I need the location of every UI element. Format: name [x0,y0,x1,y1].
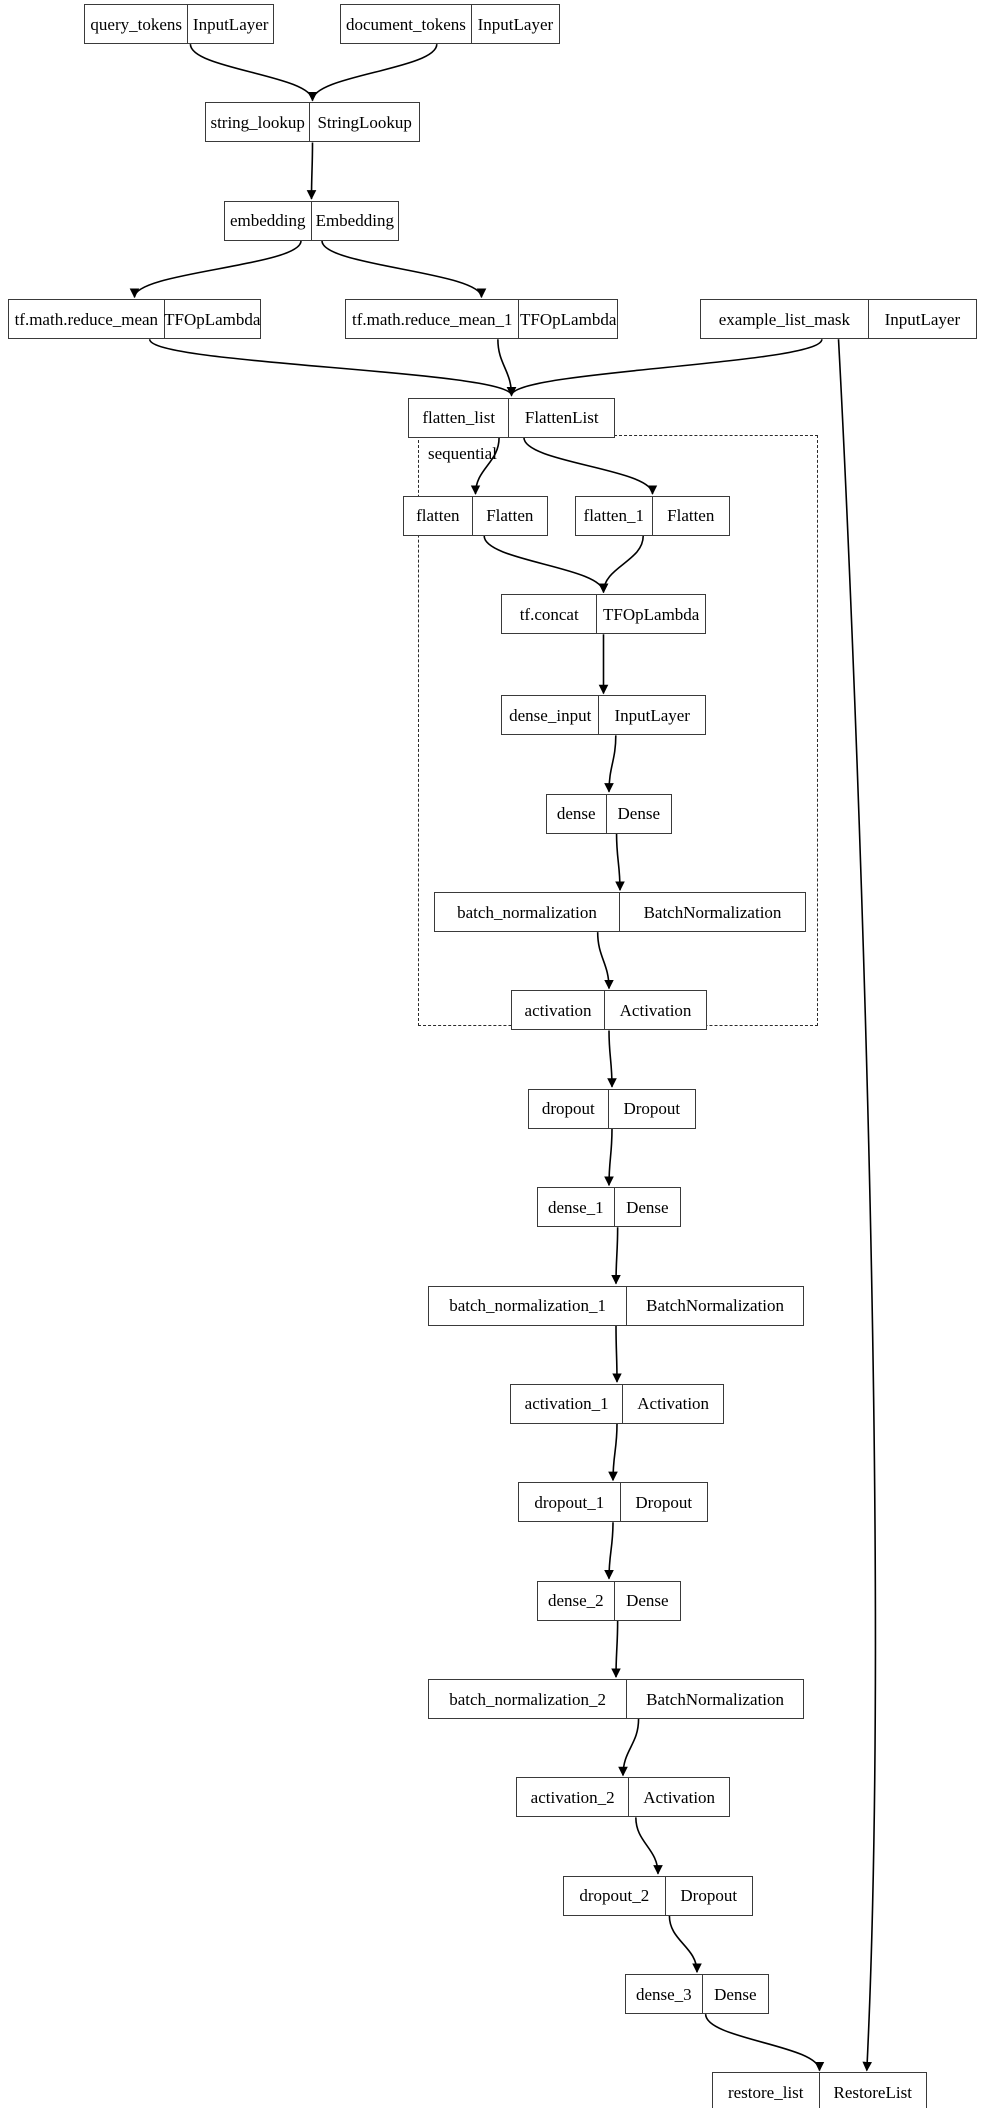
layer-node-dropout_2: dropout_2 Dropout [563,1875,753,1916]
edge-dense_2-to-batch_normalization_2 [611,1620,621,1678]
edge-dropout_2-to-dense_3 [668,1915,702,1974]
layer-type-dense: Dense [617,804,660,824]
layer-type-activation_1: Activation [637,1394,710,1414]
layer-name-activation_2: activation_2 [517,1778,630,1817]
layer-node-example_list_mask: example_list_mask InputLayer [700,299,977,340]
edge-activation-to-dropout [607,1030,617,1088]
edge-string_lookup-to-embedding [306,142,317,200]
layer-node-dense: dense Dense [546,793,672,834]
layer-name-activation_1: activation_1 [511,1384,624,1423]
layer-type-dropout_2: Dropout [680,1886,738,1906]
edge-dropout-to-dense_1 [604,1128,614,1187]
layer-type-dropout_1: Dropout [635,1492,693,1512]
edge-batch_normalization_2-to-activation_2 [618,1719,640,1777]
layer-name-dense_input: dense_input [502,696,600,735]
layer-node-dropout: dropout Dropout [528,1088,696,1129]
layer-node-flatten_list: flatten_list FlattenList [408,397,615,438]
edge-reduce_mean-to-flatten_list [148,338,517,397]
edge-example_list_mask-to-restore_list [837,339,877,2072]
layer-type-batch_normalization: BatchNormalization [643,902,782,922]
layer-type-batch_normalization_2: BatchNormalization [646,1689,785,1709]
layer-type-dense_2: Dense [626,1591,669,1611]
layer-name-query_tokens: query_tokens [85,5,189,44]
layer-name-reduce_mean_1: tf.math.reduce_mean_1 [346,300,520,339]
layer-name-dense: dense [547,794,607,833]
layer-type-query_tokens: InputLayer [192,14,269,34]
layer-type-dense_1: Dense [626,1197,669,1217]
layer-name-dropout_1: dropout_1 [519,1483,621,1522]
layer-node-activation_1: activation_1 Activation [510,1383,724,1424]
edge-dense_3-to-restore_list [704,2013,825,2072]
layer-type-string_lookup: StringLookup [317,112,412,132]
layer-type-activation_2: Activation [643,1787,716,1807]
layer-type-dense_input: InputLayer [614,705,690,725]
layer-name-restore_list: restore_list [713,2073,820,2108]
layer-name-string_lookup: string_lookup [206,103,311,142]
layer-name-dropout_2: dropout_2 [564,1876,666,1915]
layer-type-activation: Activation [619,1000,692,1020]
layer-node-dense_2: dense_2 Dense [537,1580,681,1621]
edge-dense_1-to-batch_normalization_1 [611,1227,621,1285]
layer-name-activation: activation [512,991,606,1030]
layer-name-flatten_1: flatten_1 [576,496,653,535]
layer-node-dense_3: dense_3 Dense [625,1974,769,2015]
layer-node-batch_normalization_1: batch_normalization_1 BatchNormalization [428,1285,804,1326]
layer-type-reduce_mean: TFOpLambda [164,309,261,329]
layer-name-dropout: dropout [529,1089,609,1128]
layer-name-dense_3: dense_3 [626,1975,703,2014]
layer-type-document_tokens: InputLayer [477,14,554,34]
layer-node-dense_1: dense_1 Dense [537,1187,681,1228]
layer-node-activation: activation Activation [511,990,707,1031]
layer-type-reduce_mean_1: TFOpLambda [520,309,617,329]
layer-name-reduce_mean: tf.math.reduce_mean [9,300,165,339]
layer-type-restore_list: RestoreList [833,2082,912,2102]
layer-node-string_lookup: string_lookup StringLookup [205,102,420,143]
edge-example_list_mask-to-flatten_list [506,338,823,397]
layer-type-flatten: Flatten [486,506,534,526]
edge-embedding-to-reduce_mean [129,240,302,299]
layer-name-flatten: flatten [404,496,473,535]
layer-node-flatten: flatten Flatten [403,495,548,536]
edge-activation_1-to-dropout_1 [608,1423,618,1482]
layer-node-batch_normalization: batch_normalization BatchNormalization [434,892,806,933]
layer-type-flatten_list: FlattenList [524,408,599,428]
layer-name-batch_normalization_2: batch_normalization_2 [429,1680,628,1719]
layer-type-batch_normalization_1: BatchNormalization [646,1296,785,1316]
layer-name-document_tokens: document_tokens [341,5,472,44]
layer-node-dense_input: dense_input InputLayer [501,695,706,736]
layer-type-dense_3: Dense [714,1984,757,2004]
layer-name-tf_concat: tf.concat [502,595,598,634]
edge-dropout_1-to-dense_2 [604,1522,614,1580]
edge-document_tokens-to-string_lookup [307,43,438,102]
layer-name-embedding: embedding [225,201,312,240]
cluster-label-sequential: sequential [428,444,497,464]
layer-node-dropout_1: dropout_1 Dropout [518,1482,708,1523]
edge-activation_2-to-dropout_2 [635,1817,663,1875]
edge-embedding-to-reduce_mean_1 [321,240,487,299]
layer-node-restore_list: restore_list RestoreList [712,2072,927,2108]
layer-node-flatten_1: flatten_1 Flatten [575,495,730,536]
layer-name-dense_1: dense_1 [538,1188,615,1227]
layer-node-activation_2: activation_2 Activation [516,1777,730,1818]
layer-type-dropout: Dropout [623,1099,681,1119]
layer-name-example_list_mask: example_list_mask [701,300,869,339]
layer-name-batch_normalization: batch_normalization [435,893,620,932]
edge-query_tokens-to-string_lookup [189,43,318,102]
layer-name-dense_2: dense_2 [538,1581,615,1620]
layer-name-flatten_list: flatten_list [409,398,510,437]
layer-name-batch_normalization_1: batch_normalization_1 [429,1286,628,1325]
layer-type-example_list_mask: InputLayer [884,309,961,329]
layer-type-tf_concat: TFOpLambda [603,604,700,624]
layer-node-batch_normalization_2: batch_normalization_2 BatchNormalization [428,1679,804,1720]
layer-type-flatten_1: Flatten [667,506,715,526]
edge-batch_normalization_1-to-activation_1 [612,1325,622,1383]
edge-reduce_mean_1-to-flatten_list [497,339,517,397]
layer-type-embedding: Embedding [315,211,394,231]
